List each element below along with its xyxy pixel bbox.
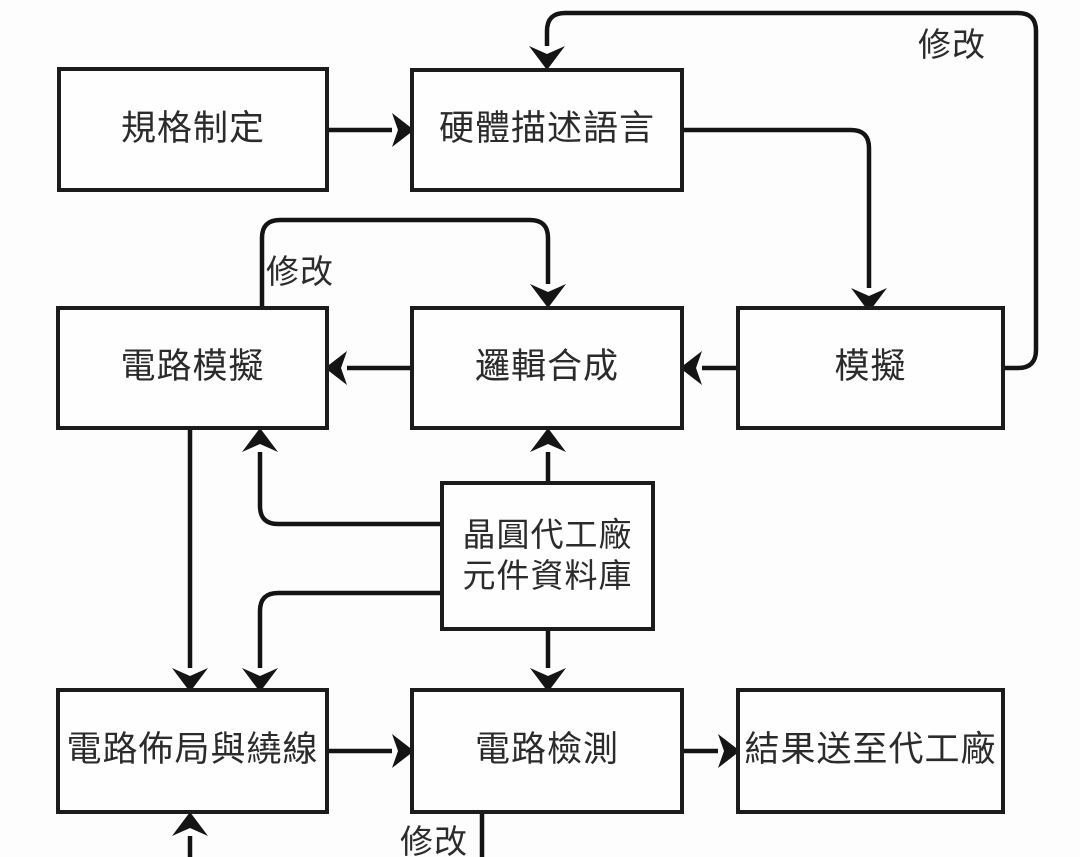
node-layout bbox=[56, 688, 329, 814]
edge-foundrydb-to-layout bbox=[242, 590, 442, 692]
edge-drc-to-tapeout bbox=[682, 734, 740, 768]
edge-sim-to-synth bbox=[680, 351, 738, 385]
node-cktsim bbox=[56, 306, 329, 430]
node-sim bbox=[736, 306, 1005, 430]
edge-hdl-to-sim bbox=[682, 127, 887, 312]
node-drc bbox=[410, 688, 684, 814]
edge-drc-to-layout-modify bbox=[172, 812, 485, 857]
edge-foundrydb-to-synth bbox=[530, 428, 566, 483]
edge-foundrydb-to-drc bbox=[530, 629, 566, 692]
edge-synth-to-cktsim bbox=[325, 351, 412, 385]
node-foundrydb bbox=[440, 481, 655, 631]
edge-layout-to-drc bbox=[327, 734, 414, 768]
node-spec bbox=[57, 67, 329, 192]
node-tapeout bbox=[736, 688, 1005, 814]
edge-cktsim-to-layout bbox=[172, 428, 208, 692]
edge-sim-to-hdl-modify bbox=[529, 10, 1039, 371]
node-hdl bbox=[410, 68, 684, 192]
edge-spec-to-hdl bbox=[327, 113, 414, 147]
node-synth bbox=[410, 306, 684, 430]
edge-cktsim-to-synth-modify bbox=[259, 217, 566, 308]
edge-foundrydb-to-cktsim bbox=[242, 428, 442, 527]
